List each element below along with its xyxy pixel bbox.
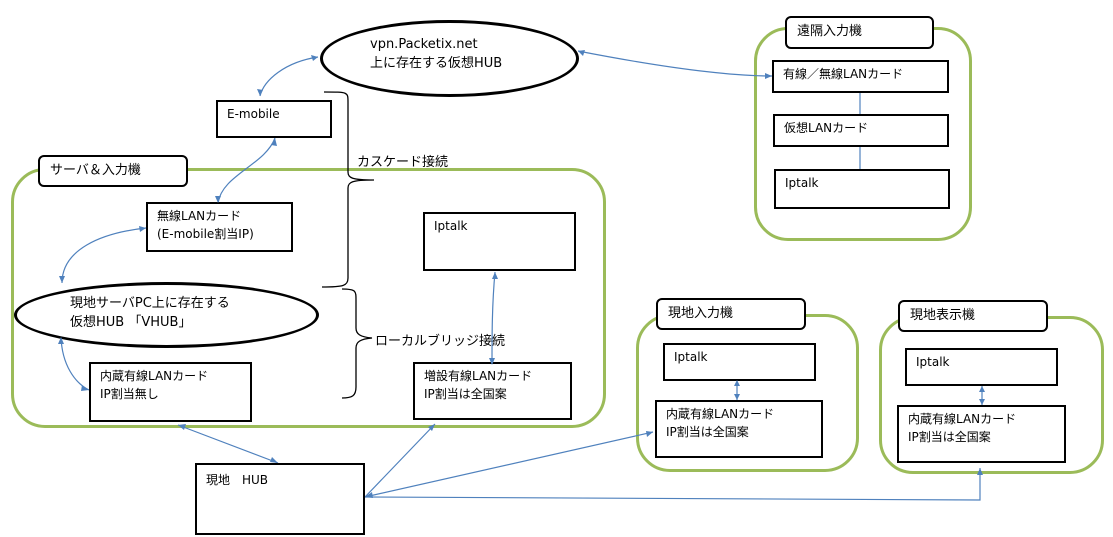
hub-localinput-connector bbox=[364, 431, 654, 498]
local-display-card-line2: IP割当は全国案 bbox=[908, 430, 991, 444]
arrow-localdisplay-card bbox=[977, 468, 983, 475]
local-input-title: 現地入力機 bbox=[656, 298, 806, 330]
emobile-wireless-connector bbox=[217, 137, 276, 204]
remote-lan-card: 有線／無線LANカード bbox=[772, 60, 949, 93]
builtin-lan-card: 内蔵有線LANカード IP割当無し bbox=[89, 362, 252, 422]
server-iptalk-box: Iptalk bbox=[423, 212, 576, 271]
arrow-localinput-card bbox=[646, 431, 653, 437]
emobile-box: E-mobile bbox=[216, 100, 332, 138]
remote-iptalk-label: Iptalk bbox=[785, 176, 819, 190]
local-input-card-line2: IP割当は全国案 bbox=[666, 425, 749, 439]
local-bridge-brace bbox=[341, 288, 373, 399]
arrow-builtin-bottom bbox=[178, 424, 186, 430]
local-display-lan-card: 内蔵有線LANカード IP割当は全国案 bbox=[897, 405, 1066, 463]
remote-lan-card-label: 有線／無線LANカード bbox=[783, 67, 904, 81]
remote-virtual-lan-card: 仮想LANカード bbox=[773, 114, 949, 147]
server-iptalk-label: Iptalk bbox=[434, 219, 468, 233]
vhub-ellipse: 現地サーバPC上に存在する 仮想HUB 「VHUB」 bbox=[14, 282, 319, 348]
arrow-wireless-left bbox=[139, 226, 146, 232]
arrow-vhub-top bbox=[59, 276, 65, 283]
arrow-added-bottom bbox=[428, 424, 435, 431]
arrow-ld-iptalk bbox=[979, 386, 985, 392]
arrow-vpn-right bbox=[578, 50, 585, 56]
arrow-added-top bbox=[489, 358, 495, 365]
builtin-card-line2: IP割当無し bbox=[100, 387, 159, 401]
added-card-line2: IP割当は全国案 bbox=[424, 387, 507, 401]
local-input-title-text: 現地入力機 bbox=[668, 306, 734, 321]
added-hub-connector bbox=[364, 423, 436, 498]
vpn-hub-line1: vpn.Packetix.net bbox=[370, 37, 478, 52]
builtin-hub-connector bbox=[177, 424, 279, 464]
emobile-label: E-mobile bbox=[227, 107, 280, 121]
remote-iptalk-box: Iptalk bbox=[774, 169, 950, 209]
local-hub-box: 現地 HUB bbox=[195, 463, 365, 535]
arrow-vpn-left bbox=[311, 55, 318, 61]
remote-virtual-card-label: 仮想LANカード bbox=[784, 121, 869, 135]
arrow-wireless-top bbox=[215, 196, 221, 203]
local-bridge-label: ローカルブリッジ接続 bbox=[375, 334, 506, 349]
vhub-line2: 仮想HUB 「VHUB」 bbox=[70, 315, 192, 330]
hub-localdisplay-connector bbox=[364, 468, 981, 501]
vpn-virtual-hub: vpn.Packetix.net 上に存在する仮想HUB bbox=[320, 20, 579, 97]
added-card-line1: 増設有線LANカード bbox=[424, 369, 533, 383]
arrow-hub-top bbox=[270, 457, 278, 463]
wireless-vhub-connector bbox=[61, 227, 147, 284]
arrow-emobile-bottom bbox=[271, 138, 277, 146]
vhub-line1: 現地サーバPC上に存在する bbox=[70, 296, 230, 311]
wireless-lan-card: 無線LANカード (E-mobile割当IP) bbox=[146, 202, 293, 252]
arrow-li-card bbox=[734, 394, 740, 400]
arrow-hub-right bbox=[365, 492, 373, 498]
local-display-iptalk-box: Iptalk bbox=[905, 348, 1058, 386]
server-input-title: サーバ＆入力機 bbox=[38, 155, 188, 187]
vpn-remote-connector bbox=[577, 50, 773, 77]
vpn-hub-line2: 上に存在する仮想HUB bbox=[370, 56, 503, 71]
cascade-label: カスケード接続 bbox=[357, 155, 449, 170]
local-input-iptalk-label: Iptalk bbox=[674, 350, 708, 364]
local-display-card-line1: 内蔵有線LANカード bbox=[908, 412, 1017, 426]
arrow-vhub-bottom bbox=[58, 337, 64, 344]
local-hub-label: 現地 HUB bbox=[206, 473, 269, 487]
iptalk-added-connector bbox=[491, 271, 496, 366]
wireless-card-line2: (E-mobile割当IP) bbox=[157, 227, 254, 241]
local-display-title: 現地表示機 bbox=[898, 300, 1048, 332]
server-input-group bbox=[11, 168, 606, 428]
local-input-lan-card: 内蔵有線LANカード IP割当は全国案 bbox=[655, 400, 823, 458]
arrow-emobile-top bbox=[257, 89, 263, 96]
local-display-iptalk-label: Iptalk bbox=[916, 355, 950, 369]
cascade-brace bbox=[321, 91, 375, 288]
wireless-card-line1: 無線LANカード bbox=[157, 209, 242, 223]
arrow-iptalk-bottom bbox=[492, 272, 498, 279]
arrow-ld-card bbox=[979, 399, 985, 405]
remote-input-title-text: 遠隔入力機 bbox=[797, 24, 863, 39]
arrow-li-iptalk bbox=[734, 380, 740, 386]
remote-input-title: 遠隔入力機 bbox=[785, 16, 934, 49]
local-display-title-text: 現地表示機 bbox=[910, 308, 976, 323]
local-input-card-line1: 内蔵有線LANカード bbox=[666, 407, 775, 421]
server-input-title-text: サーバ＆入力機 bbox=[50, 163, 141, 178]
builtin-card-line1: 内蔵有線LANカード bbox=[100, 369, 209, 383]
local-input-iptalk-box: Iptalk bbox=[663, 343, 816, 381]
arrow-remote-left bbox=[765, 73, 772, 79]
arrow-builtin-left bbox=[81, 385, 89, 391]
added-lan-card: 増設有線LANカード IP割当は全国案 bbox=[413, 362, 572, 420]
